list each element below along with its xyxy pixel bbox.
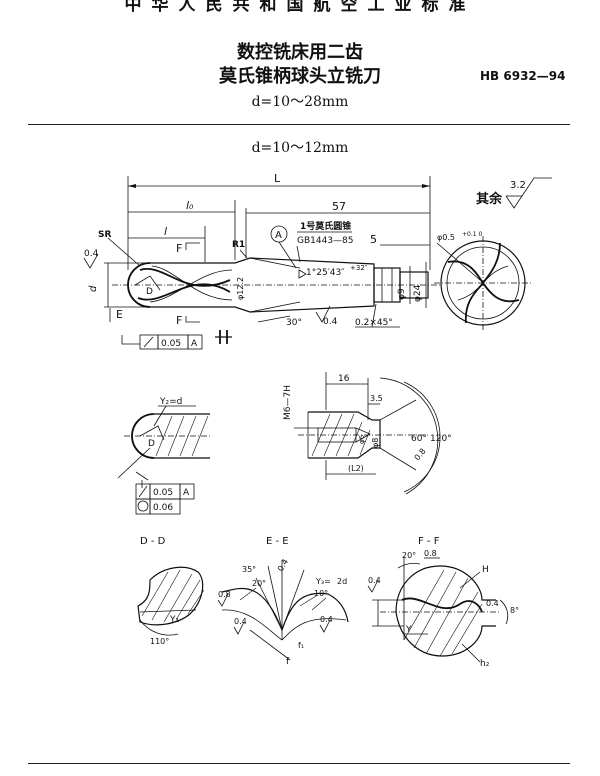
roughness-other-label: 其余: [476, 191, 503, 207]
section-EE: E - E 35° 20° 10° Y₃= 2d 0.8 0.4 0.4 0.4…: [217, 536, 349, 667]
detail-angle-60: 60°: [411, 434, 427, 444]
ball-tol-1: 0.05: [153, 488, 173, 498]
section-EE-10: 10°: [314, 589, 328, 598]
section-FF-title: F - F: [418, 536, 440, 547]
roughness-note: 其余 3.2: [476, 177, 552, 209]
dim-l: l: [164, 225, 167, 238]
section-FF-H: H: [482, 565, 489, 575]
section-DD-angle: 110°: [150, 637, 169, 646]
ball-y2: Y₂=d: [159, 397, 182, 407]
section-EE-f: f: [286, 657, 290, 667]
detail-dim-35: 3.5: [370, 394, 383, 403]
section-subtitle: d=10～12mm: [251, 140, 349, 156]
detail-r08: 0.8: [413, 447, 428, 463]
section-mark-A: A: [275, 230, 282, 241]
section-DD-y1: Y₁: [169, 615, 179, 625]
detail-phi8: φ8: [371, 438, 380, 448]
detail-thread: M6—7H: [283, 385, 293, 420]
label-F-top: F: [176, 242, 182, 255]
angle-30: 30°: [286, 318, 302, 328]
detail-phi6: φ6: [358, 434, 366, 444]
section-FF-8: 8°: [510, 606, 519, 615]
label-E: E: [116, 308, 123, 321]
dim-phi24: φ24: [413, 284, 423, 302]
dim-l0: l₀: [186, 199, 194, 212]
dim-L: L: [274, 172, 281, 185]
detail-A: 16 3.5 M6—7H φ8 φ6 60° 120° 0.8 (L2): [283, 372, 452, 495]
section-EE-35: 35°: [242, 565, 256, 574]
end-view-dia: φ0.5: [437, 233, 455, 242]
section-EE-y3: Y₃=: [315, 577, 331, 586]
dim-5: 5: [370, 233, 377, 246]
label-F-bottom: F: [176, 314, 182, 327]
section-EE-20: 20°: [252, 579, 266, 588]
morse-note-1: 1号莫氏圆锥: [300, 220, 351, 232]
main-view: L l₀ l 57 5 SR: [83, 172, 440, 350]
detail-dim-16: 16: [338, 374, 350, 384]
ball-D: D: [148, 439, 155, 449]
section-EE-y3b: 2d: [337, 577, 347, 586]
label-d: d: [88, 285, 99, 292]
roughness-04-main: 0.4: [323, 317, 338, 327]
taper-tolerance: +32″: [350, 264, 368, 272]
detail-L2: (L2): [348, 464, 364, 473]
section-EE-r08: 0.8: [218, 590, 231, 599]
roughness-04-left: 0.4: [84, 249, 99, 259]
label-R1: R1: [232, 240, 245, 250]
morse-note-2: GB1443—85: [297, 236, 354, 246]
section-FF-r08: 0.8: [424, 549, 437, 558]
taper-angle: 1°25′43″: [306, 268, 345, 278]
section-FF-Y: Y: [405, 625, 412, 635]
section-FF-h: h₂: [480, 659, 490, 669]
end-view-tol: +0.1 0: [462, 231, 482, 238]
runout-value: 0.05: [161, 339, 181, 349]
section-EE-r04b: 0.4: [320, 615, 333, 624]
dim-57: 57: [332, 200, 346, 213]
section-EE-f1: f₁: [298, 641, 304, 650]
header-rule: [28, 124, 570, 125]
runout-datum: A: [191, 339, 198, 349]
org-title: 中华人民共和国航空工业标准: [124, 0, 476, 15]
footer-rule: [28, 763, 570, 764]
dim-phi12: φ12.2: [236, 277, 245, 300]
title-line-2: 莫氏锥柄球头立铣刀: [219, 66, 381, 87]
section-DD-title: D - D: [140, 536, 166, 547]
ball-view: Y₂=d D 0.05 A 0.06: [117, 397, 212, 515]
end-view: φ0.5 +0.1 0: [434, 231, 532, 330]
section-EE-r04a: 0.4: [234, 617, 247, 626]
label-D: D: [146, 287, 153, 297]
section-FF-r04b: 0.4: [486, 599, 499, 608]
ball-datum: A: [183, 488, 190, 498]
roughness-other-value: 3.2: [510, 180, 526, 191]
ball-tol-2: 0.06: [153, 503, 173, 513]
dim-phi9: φ9: [397, 288, 407, 300]
chamfer-label: 0.2×45°: [355, 318, 393, 328]
section-FF: F - F 20° 0.8 0.4 0.4 8° H Y h₂: [367, 536, 519, 669]
label-SR: SR: [98, 230, 111, 240]
section-EE-title: E - E: [266, 536, 289, 547]
detail-angle-120: 120°: [430, 434, 452, 444]
title-line-1: 数控铣床用二齿: [237, 42, 363, 63]
section-EE-r04c: 0.4: [276, 557, 290, 573]
title-range: d=10～28mm: [251, 94, 349, 110]
section-FF-r04a: 0.4: [368, 576, 381, 585]
standard-code: HB 6932—94: [480, 69, 566, 83]
section-DD: D - D Y₁ 110°: [137, 536, 205, 646]
section-FF-20: 20°: [402, 551, 416, 560]
